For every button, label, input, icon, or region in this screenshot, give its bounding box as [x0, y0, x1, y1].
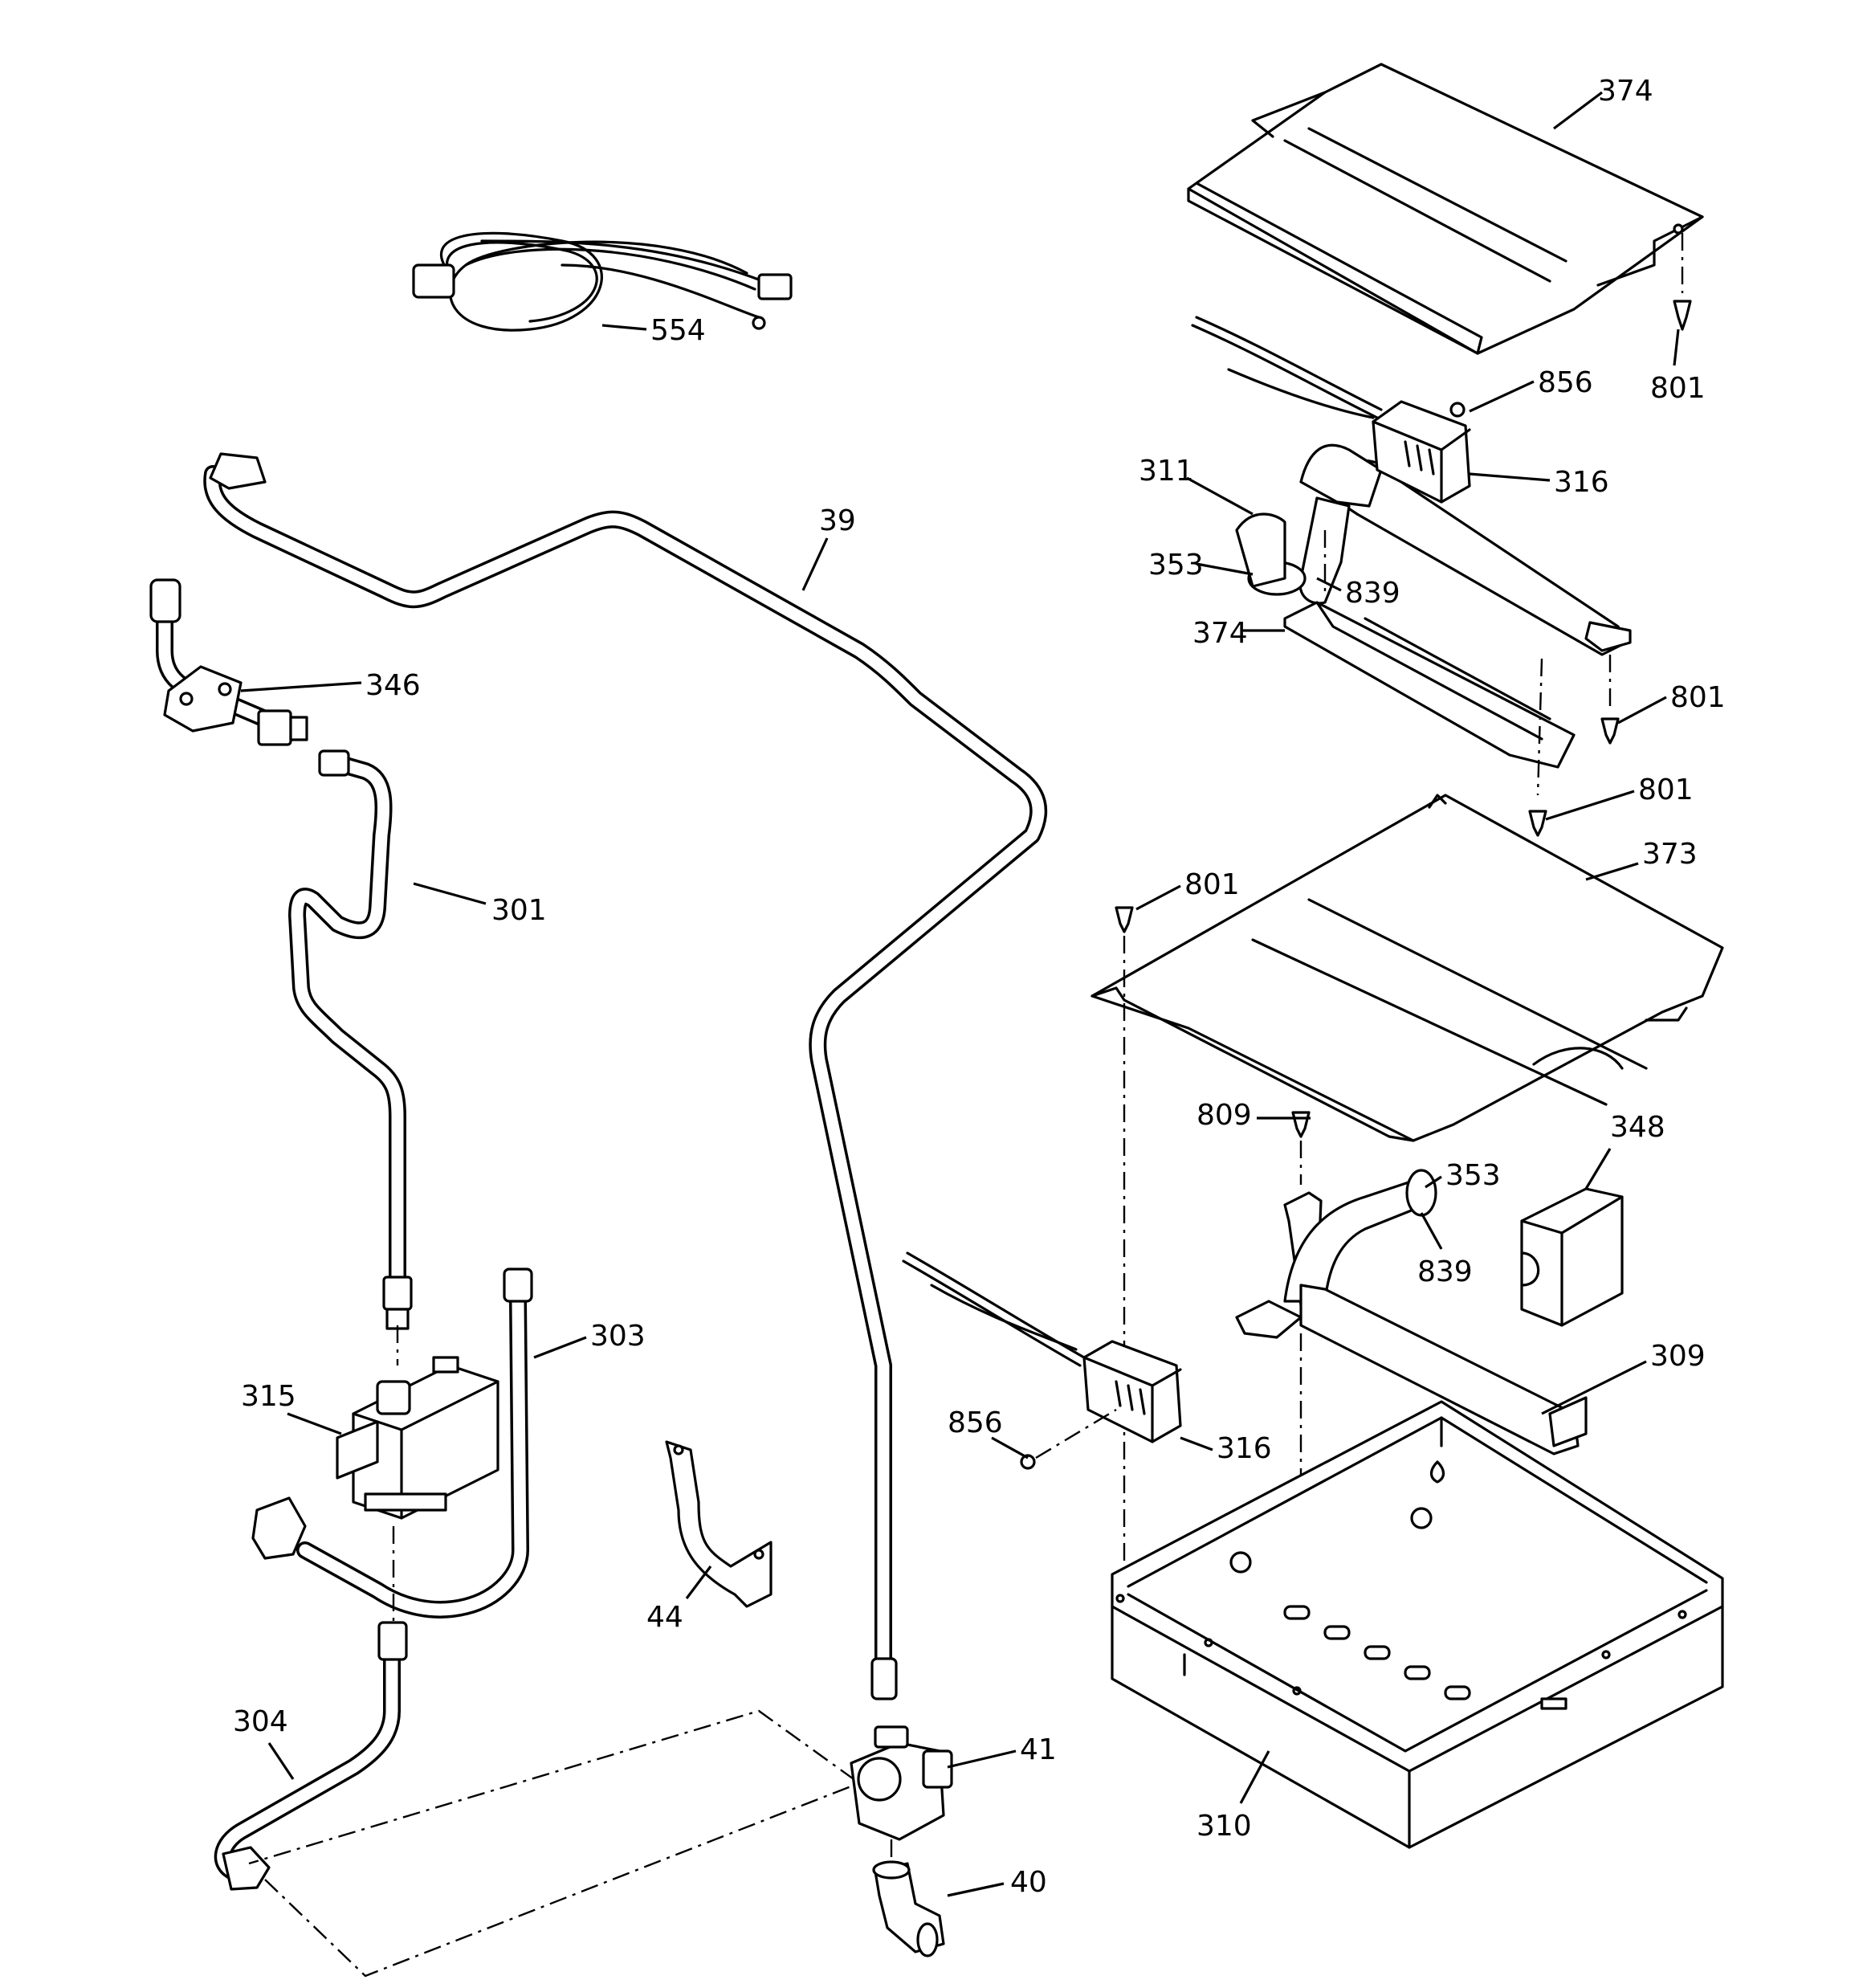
valve-315 [336, 1356, 499, 1520]
callout-304: 304 [233, 1705, 288, 1738]
callout-315: 315 [241, 1380, 296, 1413]
screw-801-b [1600, 717, 1620, 745]
callout-39: 39 [819, 504, 856, 537]
callout-303: 303 [590, 1320, 646, 1353]
callout-310: 310 [1196, 1810, 1252, 1843]
shield-374-top [1187, 63, 1704, 355]
callout-40: 40 [1010, 1866, 1047, 1899]
callout-309: 309 [1650, 1340, 1706, 1373]
igniter-316-lower [1082, 1340, 1182, 1443]
bracket-44 [665, 1440, 773, 1608]
gas-tube-303 [251, 1268, 533, 1619]
callout-labels: 374 801 856 316 311 353 839 374 801 801 … [233, 75, 1726, 1899]
callout-316-lower: 316 [1217, 1432, 1272, 1465]
igniter-316-top [1372, 400, 1471, 504]
shield-374-lower [1283, 601, 1576, 769]
callout-301: 301 [491, 894, 547, 927]
burner-311 [1191, 316, 1632, 656]
screw-801-d [1115, 906, 1134, 933]
callout-856-top: 856 [1538, 366, 1593, 399]
callout-374-lower: 374 [1192, 617, 1248, 650]
dashline-shield-801 [1536, 658, 1543, 796]
callout-856-lower: 856 [948, 1406, 1003, 1439]
callout-348: 348 [1610, 1111, 1665, 1144]
gas-tube-301 [288, 749, 413, 1330]
callout-346: 346 [365, 669, 421, 702]
callout-41: 41 [1020, 1733, 1057, 1766]
callout-316-top: 316 [1554, 466, 1609, 499]
callout-373: 373 [1642, 838, 1698, 871]
callout-801-c: 801 [1638, 774, 1694, 806]
burner-box-310 [1111, 1400, 1724, 1849]
screw-801-top [1673, 300, 1692, 331]
elbow-40 [872, 1860, 945, 1957]
callout-809: 809 [1196, 1099, 1252, 1132]
dashline-304-41 [248, 1709, 862, 1978]
callout-353-lower: 353 [1445, 1159, 1501, 1192]
elbow-fitting-346 [149, 578, 308, 746]
leader-lines [240, 91, 1680, 1897]
callout-801-d: 801 [1184, 868, 1240, 901]
callout-839-lower: 839 [1417, 1255, 1473, 1288]
screw-856-lower [1020, 1454, 1036, 1470]
callout-839-top: 839 [1345, 577, 1400, 610]
gas-tube-39 [203, 452, 1048, 1700]
burner-309 [902, 1169, 1588, 1455]
shield-373 [1090, 794, 1724, 1142]
callout-801-top: 801 [1650, 372, 1706, 405]
wire-harness-554 [412, 231, 793, 332]
callout-801-b: 801 [1670, 681, 1726, 714]
bracket-348 [1520, 1187, 1624, 1327]
callout-374-top: 374 [1598, 75, 1653, 108]
screw-809 [1291, 1111, 1311, 1138]
callout-311: 311 [1139, 455, 1194, 488]
callout-44: 44 [646, 1601, 683, 1634]
callout-353-top: 353 [1148, 549, 1204, 582]
dashline-856b [1035, 1408, 1117, 1459]
callout-554: 554 [650, 314, 706, 347]
regulator-41 [850, 1725, 953, 1841]
screw-856-top [1449, 402, 1466, 418]
screw-801-c [1528, 810, 1547, 837]
gas-tube-304 [214, 1621, 408, 1891]
